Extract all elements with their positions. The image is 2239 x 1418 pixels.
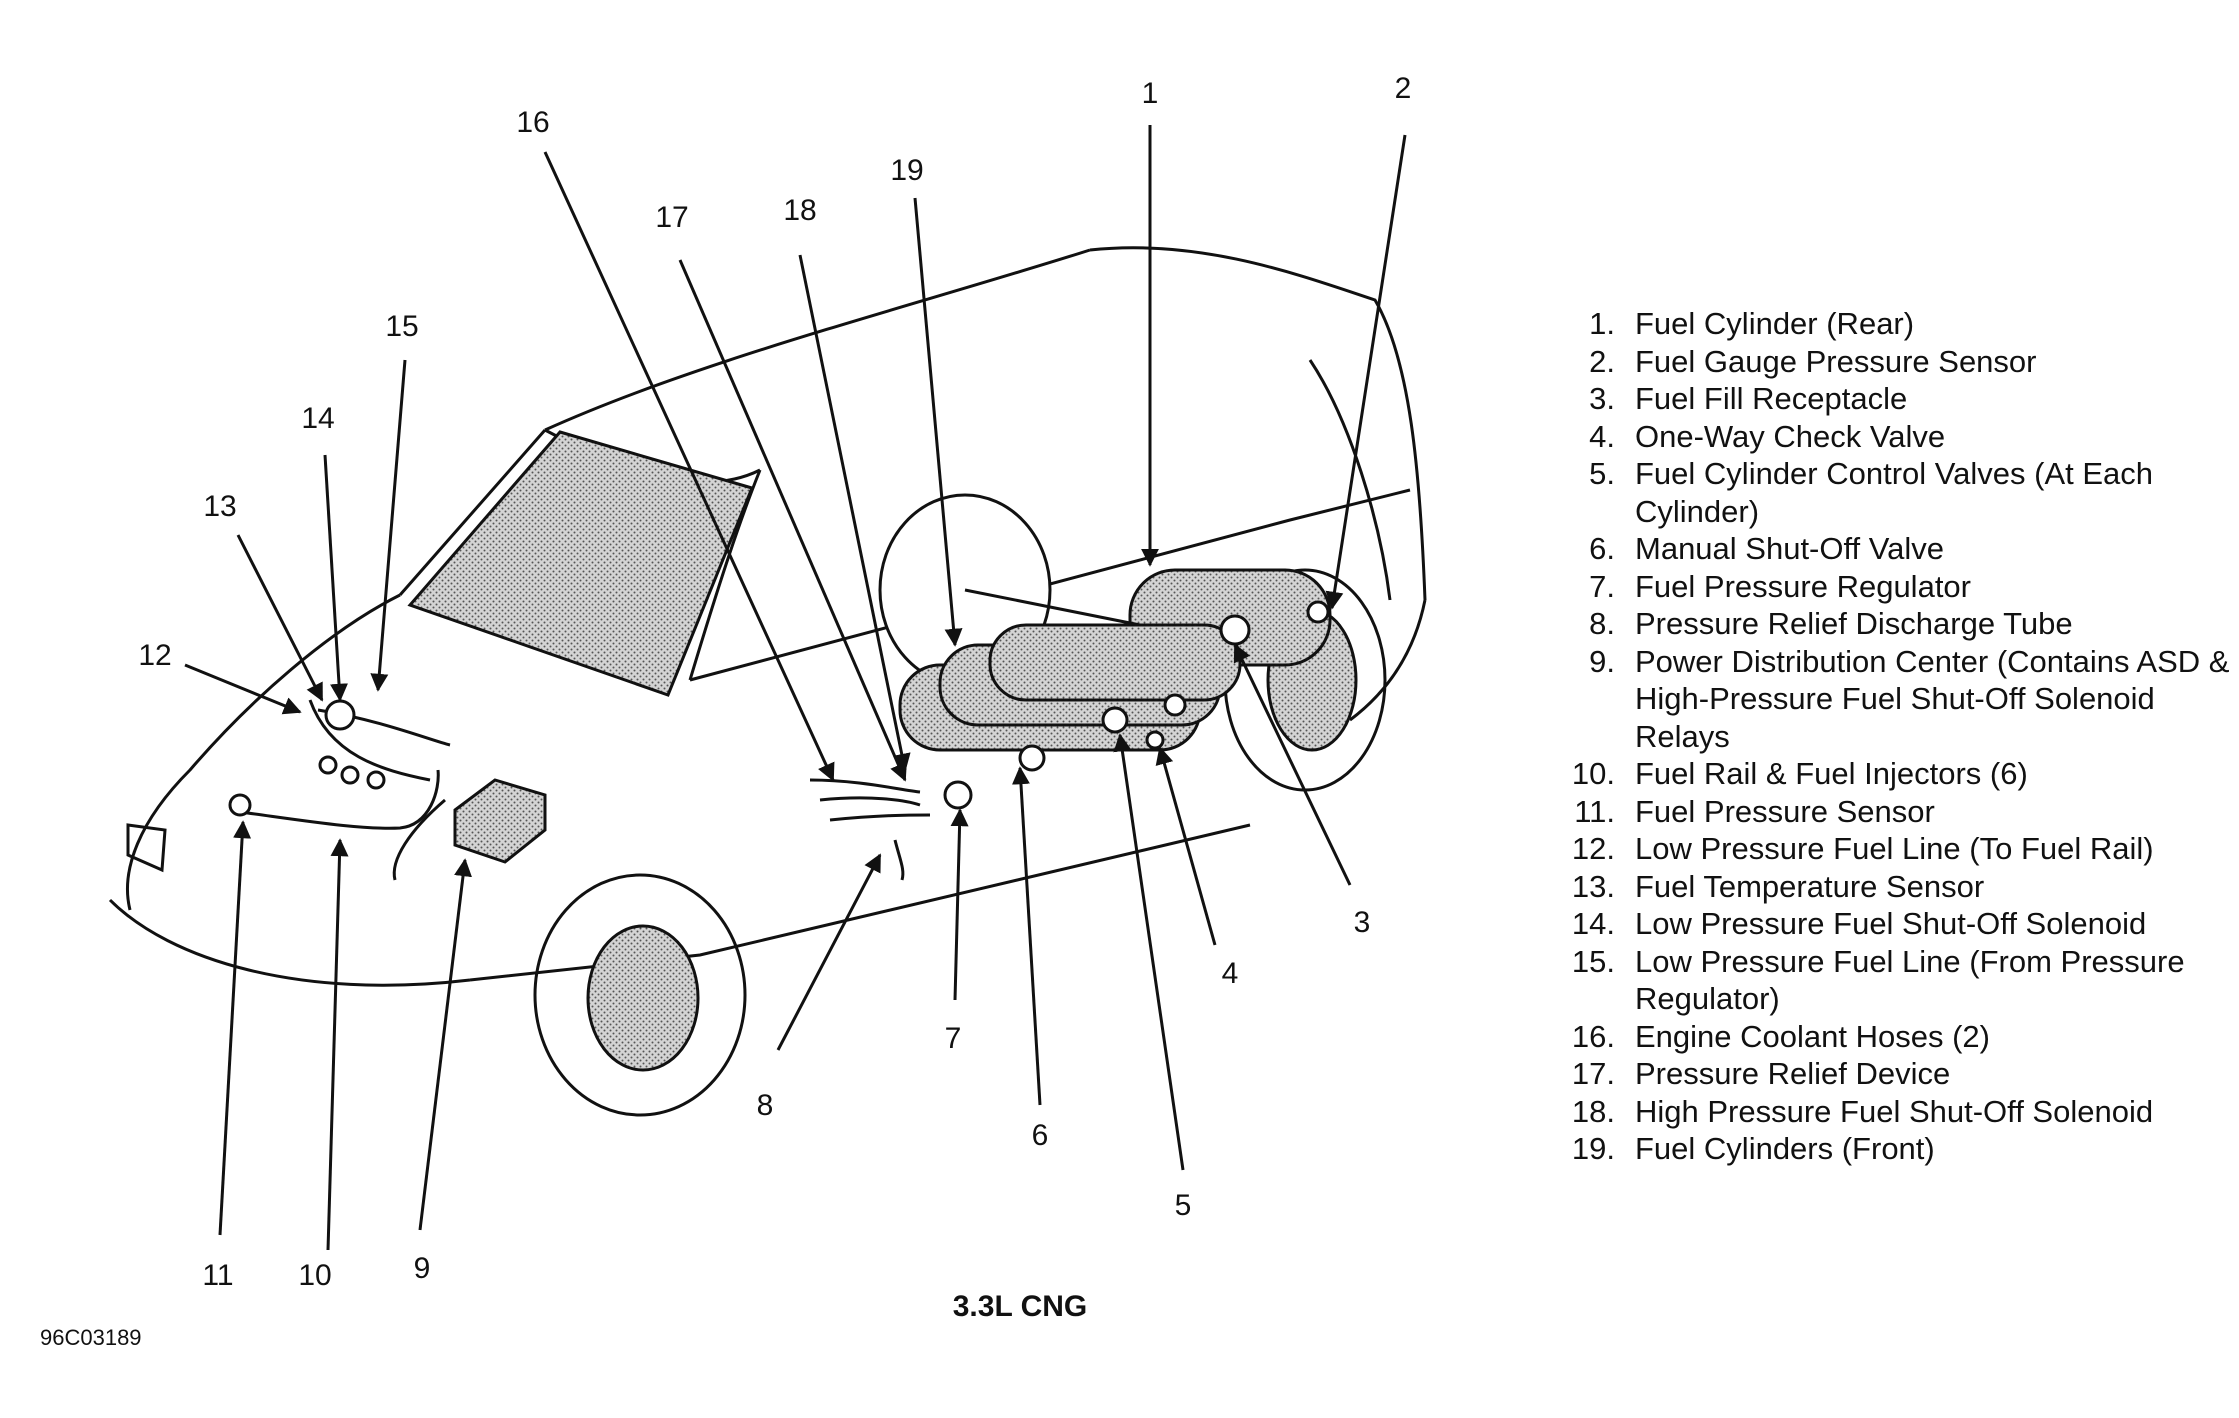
callout-9: 9 bbox=[414, 1252, 431, 1285]
callout-2: 2 bbox=[1395, 72, 1412, 105]
legend-item: 14. Low Pressure Fuel Shut-Off Solenoid bbox=[1530, 905, 2230, 943]
legend-text: Engine Coolant Hoses (2) bbox=[1635, 1018, 1990, 1054]
callout-14: 14 bbox=[301, 402, 334, 435]
legend-text: Pressure Relief Discharge Tube bbox=[1635, 606, 2073, 641]
hood-line bbox=[126, 593, 401, 911]
hood-edge bbox=[398, 429, 547, 596]
legend-text: Fuel Temperature Sensor bbox=[1635, 868, 1985, 904]
front-wheel bbox=[533, 873, 747, 1117]
legend-item: 16. Engine Coolant Hoses (2) bbox=[1530, 1018, 2230, 1056]
legend-item: 8. Pressure Relief Discharge Tube bbox=[1530, 605, 2230, 643]
engine-components bbox=[228, 699, 931, 881]
legend-item: 2. Fuel Gauge Pressure Sensor bbox=[1530, 343, 2230, 381]
legend-item: 10. Fuel Rail & Fuel Injectors (6) bbox=[1530, 755, 2230, 793]
front-fuel-cylinders bbox=[898, 623, 1242, 752]
body-lower bbox=[469, 823, 1251, 982]
roof-line bbox=[544, 248, 1091, 432]
legend-text: Pressure Relief Device bbox=[1635, 1056, 1951, 1091]
callout-12: 12 bbox=[138, 639, 171, 672]
callout-6: 6 bbox=[1032, 1119, 1049, 1152]
legend-number: 16. bbox=[1571, 1018, 1615, 1054]
roof-rear bbox=[1089, 246, 1427, 601]
legend-text: Fuel Cylinder (Rear) bbox=[1635, 306, 1915, 341]
legend-number: 8. bbox=[1589, 606, 1615, 641]
legend-item: 3. Fuel Fill Receptacle bbox=[1530, 380, 2230, 418]
fittings bbox=[943, 600, 1330, 810]
figure-id: 96C03189 bbox=[40, 1325, 142, 1350]
legend-number: 15. bbox=[1571, 943, 1615, 979]
diagram-caption: 3.3L CNG bbox=[952, 1290, 1088, 1323]
legend-item: 7. Fuel Pressure Regulator bbox=[1530, 568, 2230, 606]
legend-text: Fuel Cylinders (Front) bbox=[1635, 1131, 1935, 1166]
callout-17: 17 bbox=[655, 201, 688, 234]
legend-text: Fuel Pressure Sensor bbox=[1635, 793, 1935, 829]
legend-number: 2. bbox=[1589, 343, 1615, 379]
legend-item: 12. Low Pressure Fuel Line (To Fuel Rail) bbox=[1530, 830, 2230, 868]
legend-number: 1. bbox=[1589, 306, 1615, 341]
legend-text: Fuel Rail & Fuel Injectors (6) bbox=[1635, 756, 2028, 791]
legend-text: Low Pressure Fuel Line (From Pressure Re… bbox=[1635, 943, 2185, 1017]
callout-7: 7 bbox=[945, 1022, 962, 1055]
legend-item: 6. Manual Shut-Off Valve bbox=[1530, 530, 2230, 568]
legend-number: 9. bbox=[1589, 643, 1615, 679]
legend-item: 17. Pressure Relief Device bbox=[1530, 1055, 2230, 1093]
power-distribution-center bbox=[453, 778, 547, 864]
callout-19: 19 bbox=[890, 154, 923, 187]
legend-number: 11. bbox=[1574, 793, 1615, 829]
legend-text: Fuel Pressure Regulator bbox=[1635, 568, 1971, 604]
component-legend: 1. Fuel Cylinder (Rear) 2. Fuel Gauge Pres… bbox=[1530, 305, 2230, 1168]
legend-number: 17. bbox=[1571, 1056, 1615, 1091]
legend-item: 9. Power Distribution Center (Contains AS… bbox=[1530, 643, 2230, 756]
rear-body bbox=[1349, 599, 1427, 722]
callout-18: 18 bbox=[783, 194, 816, 227]
callout-8: 8 bbox=[757, 1089, 774, 1122]
callout-13: 13 bbox=[203, 490, 236, 523]
callout-15: 15 bbox=[385, 310, 418, 343]
legend-text: Fuel Fill Receptacle bbox=[1635, 381, 1908, 416]
legend-item: 19. Fuel Cylinders (Front) bbox=[1530, 1130, 2230, 1168]
legend-number: 4. bbox=[1589, 418, 1615, 454]
legend-item: 15. Low Pressure Fuel Line (From Pressure… bbox=[1530, 943, 2230, 1018]
callout-3: 3 bbox=[1354, 906, 1371, 939]
legend-item: 13. Fuel Temperature Sensor bbox=[1530, 868, 2230, 906]
legend-text: Low Pressure Fuel Shut-Off Solenoid bbox=[1635, 906, 2147, 941]
legend-text: Fuel Gauge Pressure Sensor bbox=[1635, 343, 2037, 379]
legend-text: Low Pressure Fuel Line (To Fuel Rail) bbox=[1635, 831, 2154, 866]
legend-number: 19. bbox=[1571, 1131, 1615, 1166]
callout-16: 16 bbox=[516, 106, 549, 139]
legend-text: Power Distribution Center (Contains ASD … bbox=[1635, 643, 2230, 754]
legend-number: 7. bbox=[1589, 568, 1615, 604]
callout-4: 4 bbox=[1222, 957, 1239, 990]
legend-number: 3. bbox=[1589, 381, 1615, 416]
legend-number: 14. bbox=[1571, 906, 1615, 941]
legend-number: 18. bbox=[1571, 1093, 1615, 1129]
headlight bbox=[126, 823, 167, 873]
callout-11: 11 bbox=[202, 1259, 233, 1292]
legend-item: 18. High Pressure Fuel Shut-Off Solenoid bbox=[1530, 1093, 2230, 1131]
legend-number: 12. bbox=[1571, 831, 1615, 866]
rear-quarter bbox=[1308, 359, 1392, 601]
legend-item: 11. Fuel Pressure Sensor bbox=[1530, 793, 2230, 831]
front-bumper bbox=[108, 898, 471, 987]
legend-number: 10. bbox=[1571, 756, 1615, 791]
callout-5: 5 bbox=[1175, 1189, 1192, 1222]
legend-text: High Pressure Fuel Shut-Off Solenoid bbox=[1635, 1093, 2154, 1129]
legend-item: 1. Fuel Cylinder (Rear) bbox=[1530, 305, 2230, 343]
callout-1: 1 bbox=[1142, 77, 1159, 110]
legend-item: 5. Fuel Cylinder Control Valves (At Each … bbox=[1530, 455, 2230, 530]
legend-text: One-Way Check Valve bbox=[1635, 418, 1946, 454]
legend-number: 6. bbox=[1589, 531, 1615, 566]
legend-item: 4. One-Way Check Valve bbox=[1530, 418, 2230, 456]
legend-number: 13. bbox=[1571, 868, 1615, 904]
legend-number: 5. bbox=[1589, 456, 1615, 491]
callout-leaders bbox=[184, 125, 1407, 1251]
windshield bbox=[407, 430, 755, 697]
callout-labels: 1 2 3 4 5 6 7 8 9 10 11 12 13 14 15 16 1… bbox=[138, 72, 1411, 1292]
callout-10: 10 bbox=[298, 1259, 331, 1292]
legend-text: Manual Shut-Off Valve bbox=[1635, 531, 1945, 566]
legend-text: Fuel Cylinder Control Valves (At Each Cy… bbox=[1635, 456, 2154, 529]
